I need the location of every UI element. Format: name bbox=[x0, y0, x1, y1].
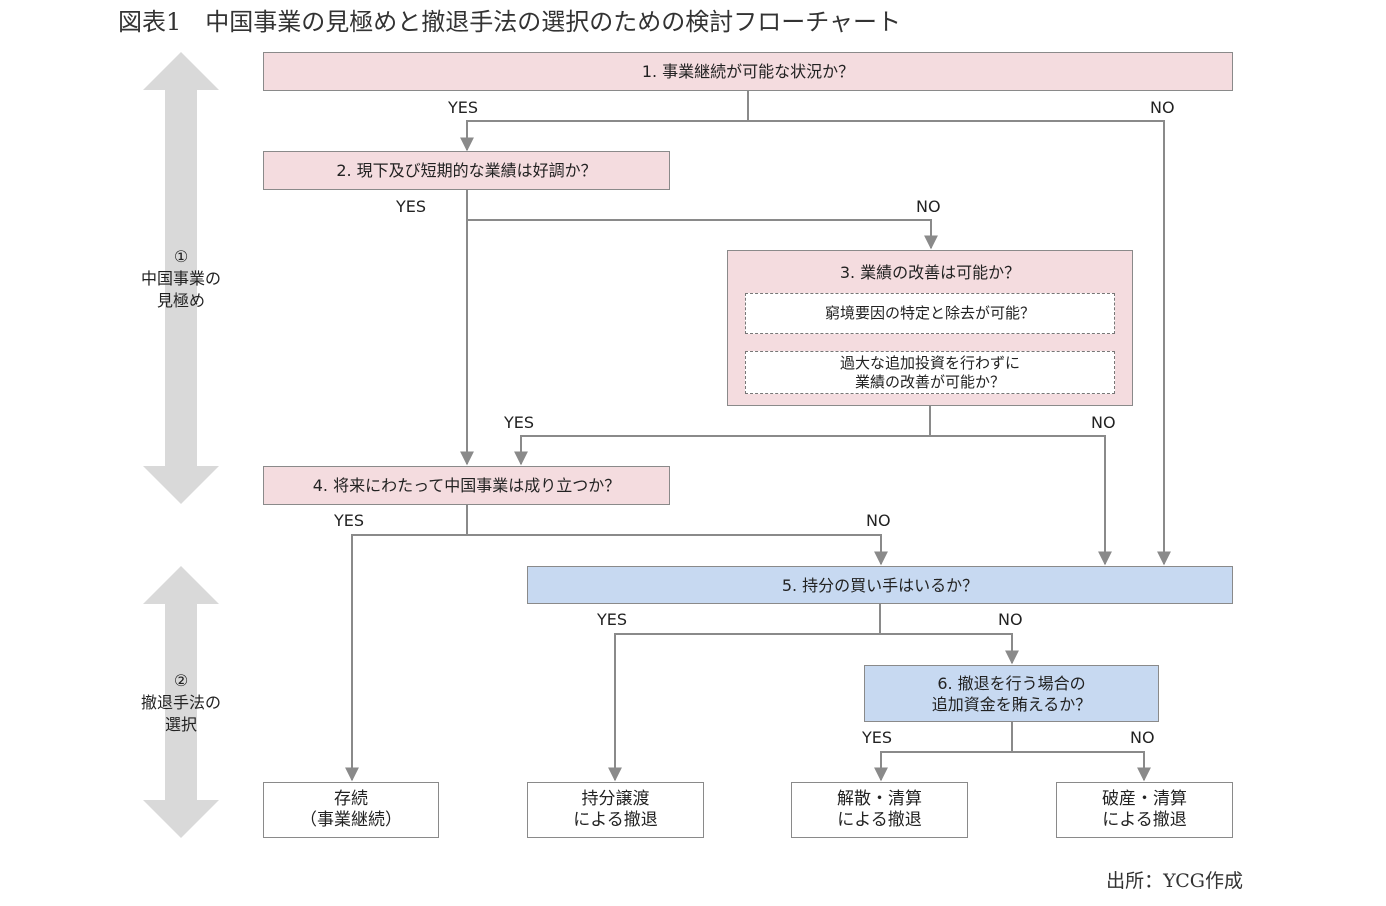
question-1-box: 1. 事業継続が可能な状況か？ bbox=[263, 52, 1233, 91]
q6-yes-label: YES bbox=[862, 728, 893, 747]
phase2-label: ② 撤退手法の 選択 bbox=[140, 671, 221, 734]
question-4-box: 4. 将来にわたって中国事業は成り立つか？ bbox=[263, 466, 670, 505]
q3-no-label: NO bbox=[1091, 413, 1116, 432]
phase1-double-arrow bbox=[143, 52, 219, 504]
q4-no-label: NO bbox=[866, 511, 891, 530]
outcome-bankruptcy-box: 破産・清算 による撤退 bbox=[1056, 782, 1233, 838]
q1-yes-label: YES bbox=[448, 98, 479, 117]
phase1-label: ① 中国事業の 見極め bbox=[140, 247, 221, 310]
outcome-continue-box: 存続 （事業継続） bbox=[263, 782, 439, 838]
q4-yes-label: YES bbox=[334, 511, 365, 530]
q6-no-label: NO bbox=[1130, 728, 1155, 747]
q4-no-connector bbox=[467, 534, 888, 566]
question-3-sub2-box: 過大な追加投資を行わずに 業績の改善が可能か？ bbox=[745, 351, 1115, 394]
question-6-box: 6. 撤退を行う場合の 追加資金を賄えるか？ bbox=[864, 665, 1159, 722]
q5-yes-connector bbox=[608, 604, 881, 782]
figure-title: 図表1 中国事業の見極めと撤退手法の選択のための検討フローチャート bbox=[118, 8, 902, 36]
q3-yes-connector bbox=[514, 406, 931, 466]
q2-yes-label: YES bbox=[396, 197, 427, 216]
q1-no-connector bbox=[748, 120, 1171, 566]
outcome-transfer-box: 持分譲渡 による撤退 bbox=[527, 782, 704, 838]
q6-no-connector bbox=[1012, 751, 1151, 782]
q5-no-label: NO bbox=[998, 610, 1023, 629]
question-2-box: 2. 現下及び短期的な業績は好調か？ bbox=[263, 151, 670, 190]
q5-no-connector bbox=[880, 633, 1019, 665]
q1-no-label: NO bbox=[1150, 98, 1175, 117]
source-note: 出所：YCG作成 bbox=[1106, 870, 1243, 892]
q3-yes-label: YES bbox=[504, 413, 535, 432]
q3-no-connector bbox=[930, 435, 1112, 566]
q1-yes-connector bbox=[460, 91, 749, 152]
q5-yes-label: YES bbox=[597, 610, 628, 629]
q4-yes-connector bbox=[345, 505, 468, 782]
q2-no-connector bbox=[467, 219, 938, 250]
outcome-dissolution-box: 解散・清算 による撤退 bbox=[791, 782, 968, 838]
question-3-sub1-box: 窮境要因の特定と除去が可能？ bbox=[745, 293, 1115, 334]
phase2-double-arrow bbox=[143, 566, 219, 838]
question-5-box: 5. 持分の買い手はいるか？ bbox=[527, 566, 1233, 604]
q6-yes-connector bbox=[874, 722, 1013, 782]
q2-no-label: NO bbox=[916, 197, 941, 216]
